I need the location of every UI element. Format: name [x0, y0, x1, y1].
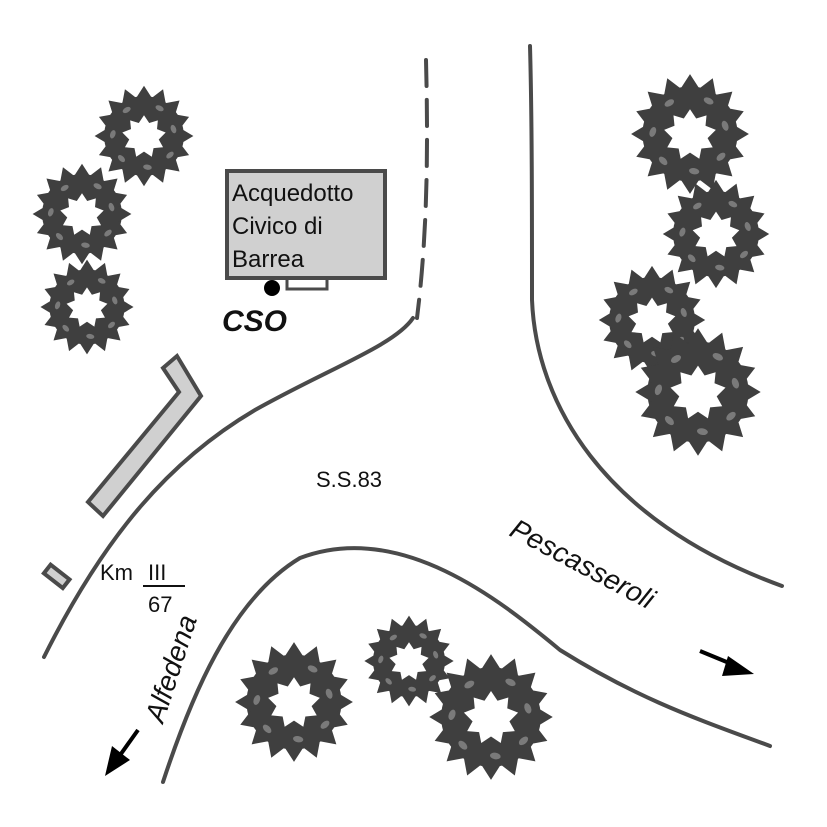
- road-edge-northeast: [528, 44, 784, 588]
- building-body: [225, 169, 387, 280]
- tree-icon: [635, 328, 761, 456]
- arrow-icon-southwest: [105, 728, 140, 776]
- km-top: III: [148, 560, 166, 585]
- direction-pescasseroli: Pescasseroli: [505, 513, 660, 615]
- acquedotto-building: Acquedotto Civico di Barrea: [225, 169, 387, 291]
- road-edge-northwest: [42, 316, 415, 659]
- km-marker: Km III 67: [100, 560, 185, 617]
- building-name-line-3: Barrea: [232, 246, 305, 273]
- road-label: S.S.83: [316, 467, 382, 492]
- station-label: CSO: [222, 305, 287, 338]
- tree-icon: [429, 654, 553, 780]
- small-structure: [41, 561, 73, 591]
- building-name-line-1: Acquedotto: [232, 180, 353, 207]
- station-dot-icon: [264, 280, 280, 296]
- km-prefix: Km: [100, 560, 133, 585]
- tree-cluster-south: [235, 615, 553, 780]
- roadside-structures: [41, 352, 204, 591]
- tree-icon: [40, 259, 134, 355]
- building-name-line-2: Civico di: [232, 213, 323, 240]
- tree-cluster-northeast: [598, 74, 770, 456]
- tree-cluster-northwest: [32, 85, 194, 355]
- road-edge-south: [161, 546, 772, 784]
- elongated-structure: [85, 352, 204, 519]
- tree-icon: [32, 163, 132, 265]
- tree-icon: [235, 642, 353, 762]
- arrow-icon-southeast: [699, 649, 754, 676]
- km-bottom: 67: [148, 592, 172, 617]
- tree-icon: [662, 179, 770, 289]
- road-edge-dashed-north: [415, 58, 430, 320]
- road-lines: [42, 44, 784, 784]
- tree-icon: [94, 85, 194, 187]
- direction-alfedena: Alfedena: [139, 611, 203, 728]
- tree-icon: [631, 74, 749, 194]
